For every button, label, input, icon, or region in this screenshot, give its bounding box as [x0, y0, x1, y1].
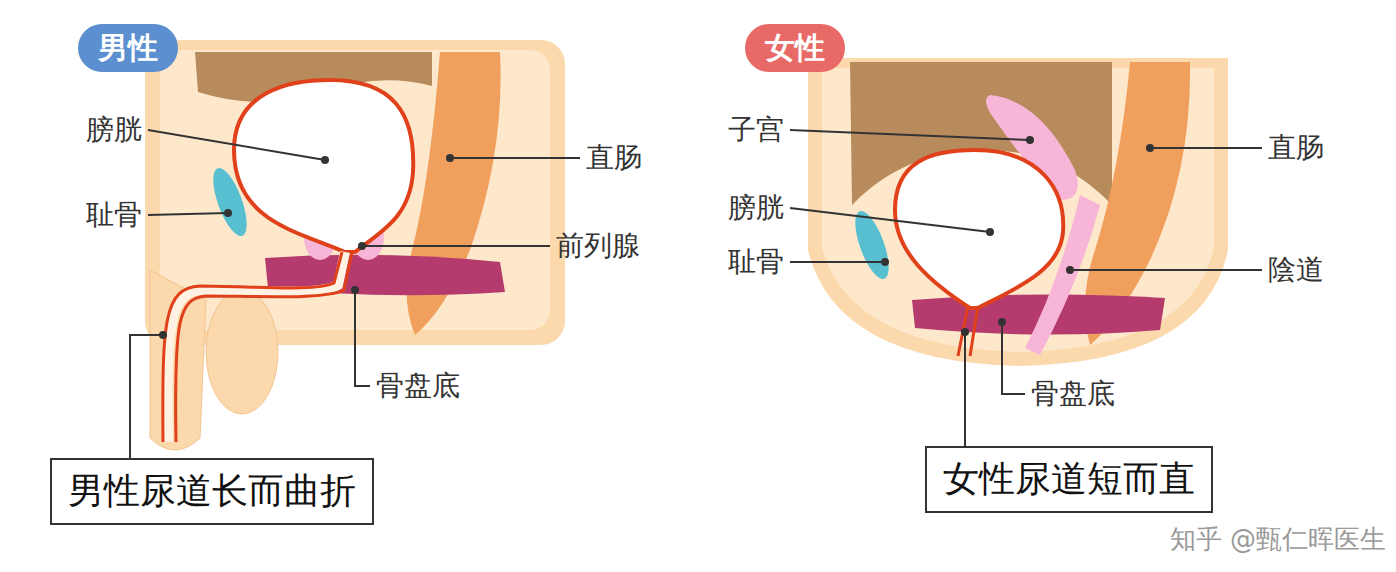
- node-text: 男性: [98, 30, 158, 66]
- gender-badge: 男性: [78, 24, 178, 72]
- node-text: 女性尿道短而直: [943, 456, 1195, 503]
- organ-label: 膀胱: [728, 191, 784, 225]
- female-pelvis: [808, 58, 1228, 366]
- organ-label: 骨盘底: [1031, 377, 1115, 411]
- watermark: 知乎 @甄仁晖医生: [1170, 524, 1386, 555]
- organ-label: 直肠: [1268, 131, 1324, 165]
- organ-label: 耻骨: [86, 198, 142, 232]
- organ-label: 直肠: [586, 141, 642, 175]
- organ-label: 陰道: [1268, 253, 1324, 287]
- leader-lines: [130, 130, 1262, 458]
- male-pelvis: [145, 40, 565, 450]
- caption-box: 女性尿道短而直: [925, 446, 1213, 513]
- gender-badge: 女性: [745, 24, 845, 72]
- node-text: 女性: [765, 30, 825, 66]
- organ-label: 耻骨: [728, 245, 784, 279]
- organ-label: 骨盘底: [376, 369, 460, 403]
- node-text: 男性尿道长而曲折: [68, 468, 356, 515]
- organ-label: 膀胱: [86, 113, 142, 147]
- organ-label: 前列腺: [556, 229, 640, 263]
- organ-label: 子宫: [728, 113, 784, 147]
- caption-box: 男性尿道长而曲折: [50, 458, 374, 525]
- leader-dots: [159, 136, 1154, 339]
